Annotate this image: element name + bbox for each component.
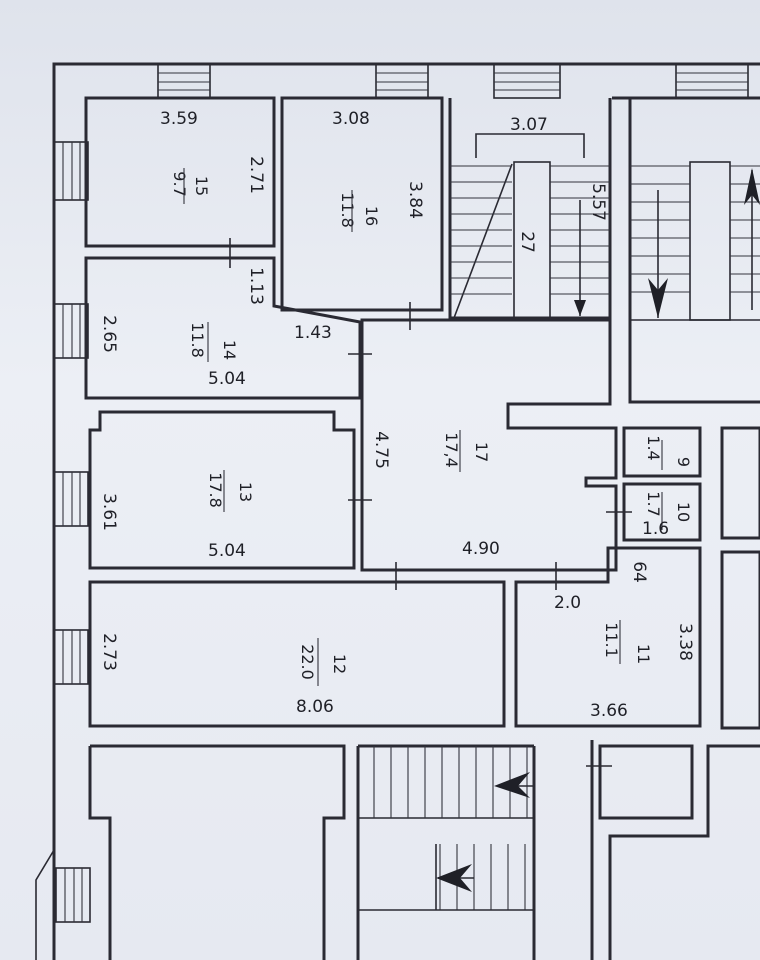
dimension-label: 2.0 — [554, 593, 581, 613]
dimension-label: 2.71 — [246, 156, 266, 194]
room-11-labels: 64 2.0 3.38 11 11.1 3.66 — [554, 561, 695, 721]
left-windows — [53, 141, 91, 923]
dimension-label: 64 — [629, 561, 649, 583]
window — [675, 63, 749, 99]
top-windows — [157, 63, 749, 99]
window — [53, 141, 89, 201]
dimension-label: 4.90 — [462, 539, 500, 559]
room-bottom-right — [608, 744, 760, 960]
room-number: 14 — [220, 340, 239, 360]
room-15-labels: 3.59 2.71 15 9.7 — [160, 109, 266, 204]
window — [157, 63, 211, 99]
room-area: 11.1 — [602, 622, 621, 658]
staircase-right — [628, 98, 760, 404]
room-area: 17,4 — [442, 432, 461, 468]
room-area: 1.7 — [644, 491, 663, 516]
window — [53, 471, 89, 527]
room-14-labels: 1.13 1.43 2.65 14 11.8 5.04 — [99, 267, 332, 389]
window — [375, 63, 429, 99]
dimension-label: 4.75 — [371, 431, 391, 469]
room-9-10-labels: 9 1.4 10 1.7 1.6 — [642, 435, 693, 539]
room-number: 16 — [362, 206, 381, 226]
room-number: 12 — [330, 654, 349, 674]
dimension-label: 1.13 — [246, 267, 266, 305]
dimension-label: 1.43 — [294, 323, 332, 343]
room-area: 1.4 — [644, 435, 663, 460]
dimension-label: 2.65 — [99, 315, 119, 353]
room-11 — [514, 546, 702, 728]
room-right-b — [720, 550, 760, 730]
room-16-labels: 3.08 3.84 16 11.8 — [332, 109, 425, 232]
room-number: 10 — [674, 502, 693, 522]
room-area: 9.7 — [170, 171, 189, 196]
room-13 — [88, 410, 356, 570]
dimension-label: 2.73 — [99, 633, 119, 671]
dimension-label: 8.06 — [296, 697, 334, 717]
dimension-label: 27 — [517, 231, 537, 253]
dimension-label: 5.57 — [588, 183, 608, 221]
room-right-a — [720, 426, 760, 540]
room-area: 22.0 — [298, 644, 317, 680]
window — [53, 629, 89, 685]
door-marks — [229, 238, 632, 767]
room-12-labels: 2.73 12 22.0 8.06 — [99, 633, 349, 717]
room-number: 13 — [236, 482, 255, 502]
staircase-bottom — [356, 744, 536, 960]
window — [55, 867, 91, 923]
room-number: 11 — [634, 644, 653, 664]
dimension-label: 3.61 — [99, 493, 119, 531]
room-number: 15 — [192, 176, 211, 196]
room-17 — [360, 318, 618, 572]
dimension-label: 5.04 — [208, 541, 246, 561]
room-area: 11.8 — [338, 192, 357, 228]
window — [53, 303, 89, 359]
room-14 — [84, 256, 362, 400]
dimension-label: 3.38 — [675, 623, 695, 661]
dimension-label: 3.66 — [590, 701, 628, 721]
room-number: 17 — [472, 442, 491, 462]
dimension-label: 3.07 — [510, 115, 548, 135]
dimension-label: 1.6 — [642, 519, 669, 539]
staircase-labels: 3.07 5.57 27 — [510, 115, 608, 253]
room-9 — [622, 426, 702, 478]
window — [493, 63, 561, 99]
room-number: 9 — [674, 457, 693, 467]
room-area: 11.8 — [188, 322, 207, 358]
dimension-label: 3.08 — [332, 109, 370, 129]
room-bottom-left — [88, 744, 346, 960]
room-17-labels: 4.75 17 17,4 4.90 — [371, 430, 500, 559]
dimension-label: 3.59 — [160, 109, 198, 129]
dimension-label: 5.04 — [208, 369, 246, 389]
room-16 — [280, 96, 444, 312]
room-bottom-right-small — [598, 744, 694, 820]
room-15 — [84, 96, 276, 248]
room-12 — [88, 580, 506, 728]
room-13-labels: 3.61 13 17.8 5.04 — [99, 470, 255, 561]
staircase-main — [448, 98, 612, 320]
room-area: 17.8 — [206, 472, 225, 508]
dimension-label: 3.84 — [405, 181, 425, 219]
